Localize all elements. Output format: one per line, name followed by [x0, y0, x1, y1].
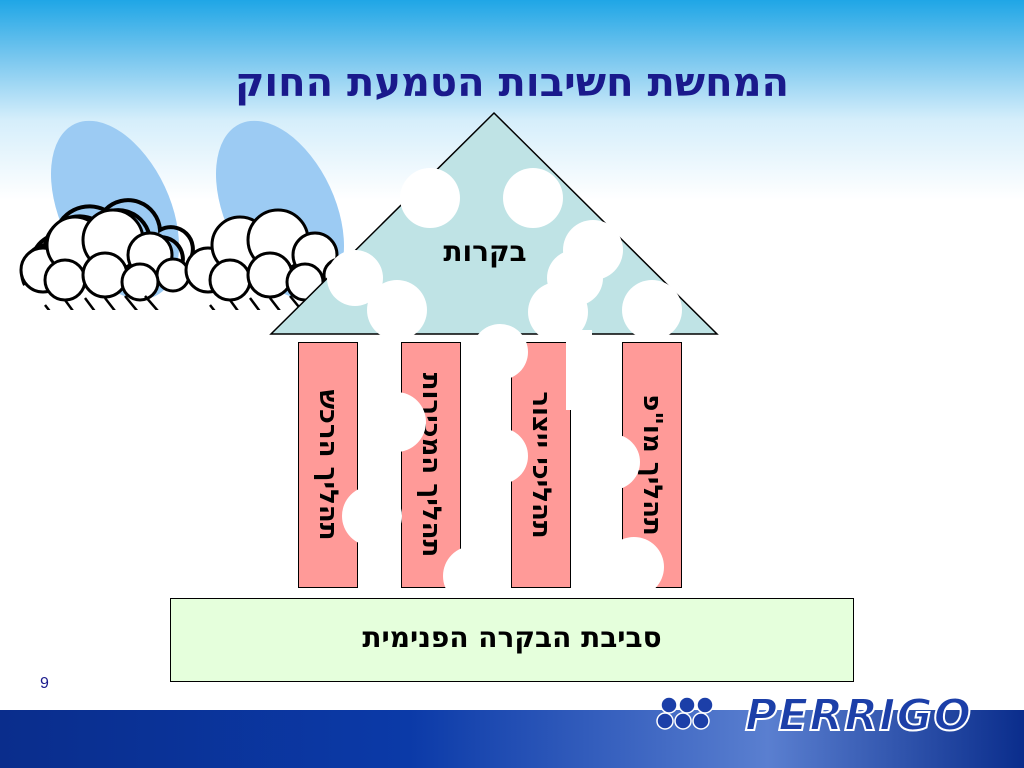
perrigo-logo-mark-icon [656, 696, 714, 730]
base-label: סביבת הבקרה הפנימית [362, 621, 662, 654]
rain-cloud-icon [19, 120, 195, 310]
base-foundation: סביבת הבקרה הפנימית [170, 598, 854, 682]
roof-label: בקרות [443, 235, 527, 268]
pillar-procurement: תהליך הרכש [298, 342, 358, 588]
pillar-sales: תהליך המכירות [401, 342, 461, 588]
footer-bar [0, 710, 1024, 768]
perrigo-logo: PERRIGO [744, 689, 972, 742]
slide-title: המחשת חשיבות הטמעת החוק [234, 60, 790, 106]
page-number: 9 [40, 675, 49, 692]
